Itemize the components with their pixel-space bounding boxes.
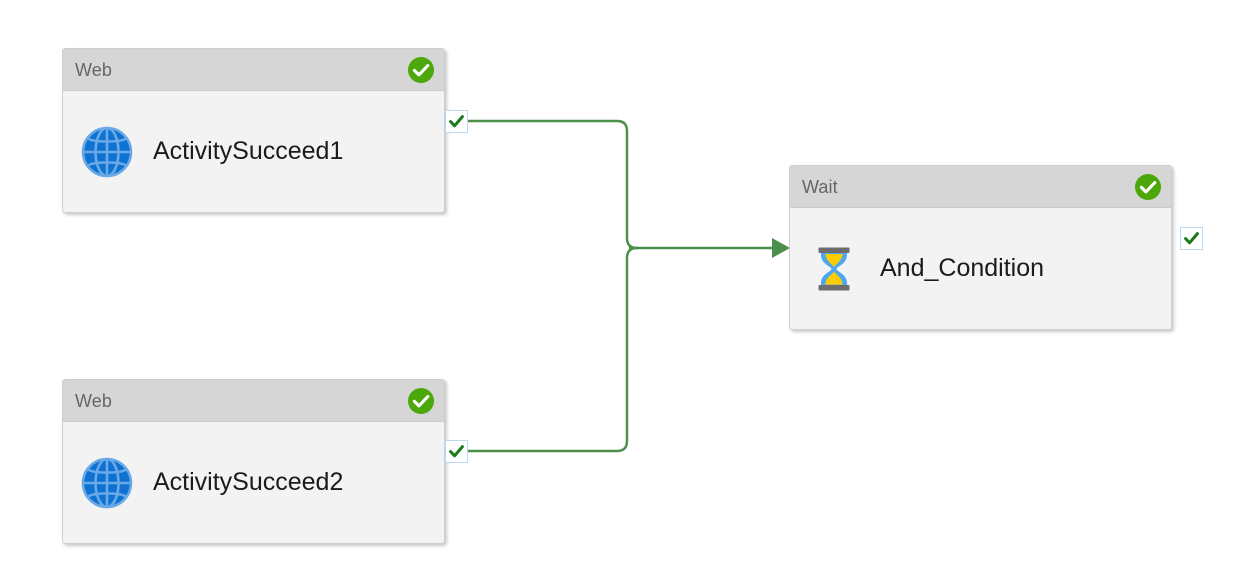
output-port-and-condition[interactable] (1180, 227, 1203, 250)
activity-type-label: Web (75, 59, 112, 80)
activity-node-body: And_Condition (790, 208, 1171, 329)
connector-path-activitysucceed2-to-and-condition (465, 246, 639, 453)
output-port-activitysucceed1[interactable] (445, 110, 468, 133)
activity-node-activitysucceed2[interactable]: Web ActivitySucceed2 (62, 379, 445, 544)
hourglass-icon (818, 247, 850, 290)
activity-node-header: Web (63, 49, 444, 91)
activity-name-label: ActivitySucceed2 (153, 467, 344, 496)
connector-path-activitysucceed1-to-and-condition (465, 119, 639, 250)
output-port-activitysucceed2[interactable] (445, 440, 468, 463)
activity-node-header: Web (63, 380, 444, 422)
activity-node-header: Wait (790, 166, 1171, 208)
activity-type-label: Web (75, 390, 112, 411)
check-icon (1184, 232, 1199, 245)
activity-name-label: ActivitySucceed1 (153, 136, 344, 165)
check-icon (449, 445, 464, 458)
connector-arrowhead-icon (772, 238, 790, 258)
activity-node-and-condition[interactable]: Wait And_Condition (789, 165, 1172, 330)
activity-type-label: Wait (802, 176, 838, 197)
activity-node-body: ActivitySucceed1 (63, 91, 444, 212)
check-circle-icon (408, 387, 434, 414)
check-circle-icon (408, 56, 434, 83)
globe-icon (81, 126, 133, 177)
activity-node-body: ActivitySucceed2 (63, 422, 444, 543)
activity-name-label: And_Condition (880, 253, 1045, 282)
activity-node-activitysucceed1[interactable]: Web ActivitySucceed1 (62, 48, 445, 213)
globe-icon (81, 457, 133, 508)
check-circle-icon (1135, 173, 1161, 200)
check-icon (449, 115, 464, 128)
